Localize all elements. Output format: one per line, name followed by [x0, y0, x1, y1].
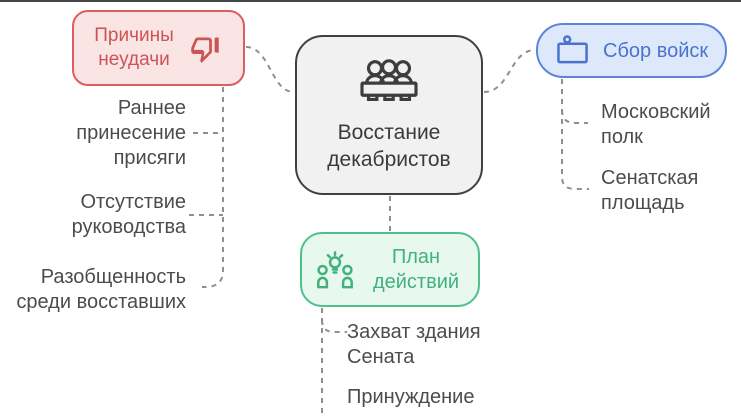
causes-node-label: Причины неудачи: [94, 25, 174, 70]
plan-node-label: План действий: [372, 245, 460, 293]
leaf-no-leadership: Отсутствие руководства: [71, 191, 186, 238]
leaf-seize-senate: Захват здания Сената: [347, 321, 481, 368]
center-node-label: Восстание декабристов: [327, 120, 451, 171]
connector-causes-center: [245, 46, 295, 93]
people-idea-icon: [317, 250, 353, 288]
node-center-vosstanie: Восстание декабристов: [295, 35, 483, 195]
thumbs-down-icon: [191, 37, 219, 63]
connector-center-troops: [483, 49, 536, 93]
node-action-plan: План действий: [300, 232, 480, 307]
connector-troops-rail: [561, 79, 589, 190]
leaf-early-oath: Раннее принесение присяги: [76, 97, 186, 169]
banner-icon: [557, 35, 588, 64]
connector-plan-child1: [321, 319, 347, 333]
node-troop-gathering: Сбор войск: [536, 23, 727, 78]
meeting-table-icon: [360, 58, 418, 101]
top-divider-line: [0, 0, 741, 2]
node-causes-of-failure: Причины неудачи: [72, 10, 245, 86]
connector-troops-child1: [561, 109, 588, 124]
troops-node-label: Сбор войск: [603, 39, 709, 62]
leaf-senate-square: Сенатская площадь: [601, 167, 699, 214]
leaf-disunity: Разобщенность среди восставших: [16, 266, 186, 313]
leaf-moscow-regiment: Московский полк: [601, 101, 711, 148]
connector-causes-rail: [202, 87, 224, 288]
leaf-coercion: Принуждение: [347, 386, 475, 408]
